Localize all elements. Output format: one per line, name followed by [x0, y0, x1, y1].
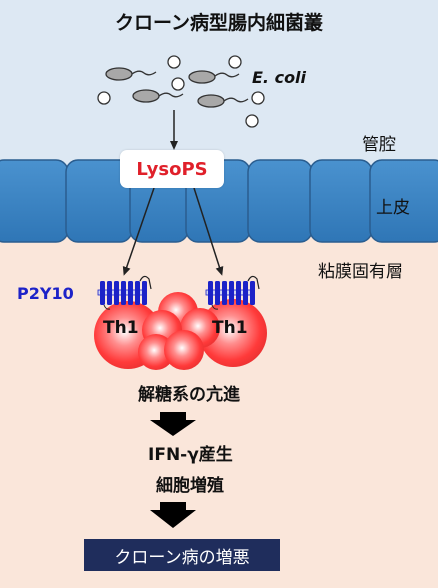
diagram-title: クローン病型腸内細菌叢: [114, 12, 324, 34]
p2y10-receptor-right: [205, 275, 260, 310]
lysops-label-box: LysoPS: [120, 150, 224, 188]
p2y10-receptor-left: [97, 275, 152, 310]
epithelium-label: 上皮: [376, 198, 410, 218]
p2y10-label: P2Y10: [17, 284, 74, 303]
glycolysis-step-label: 解糖系の亢進: [138, 385, 240, 405]
th1-label-left: Th1: [103, 318, 139, 338]
bacteria-cluster: [97, 55, 265, 128]
down-arrow-1: [150, 412, 196, 436]
outcome-box: クローン病の増悪: [84, 539, 280, 571]
arrow-lysops-to-th1-left: [122, 187, 155, 276]
th1-label-right: Th1: [212, 318, 248, 338]
down-arrow-2: [150, 502, 196, 528]
proliferation-step-label: 細胞増殖: [156, 476, 224, 496]
lumen-label: 管腔: [362, 135, 396, 155]
tissue-region: [0, 182, 438, 588]
th1-cell-cluster: [94, 292, 267, 370]
ecoli-label: E. coli: [252, 68, 307, 87]
ifn-gamma-step-label: IFN-γ産生: [148, 445, 233, 465]
lamina-propria-label: 粘膜固有層: [318, 262, 403, 282]
arrow-lysops-to-th1-right: [193, 187, 224, 276]
